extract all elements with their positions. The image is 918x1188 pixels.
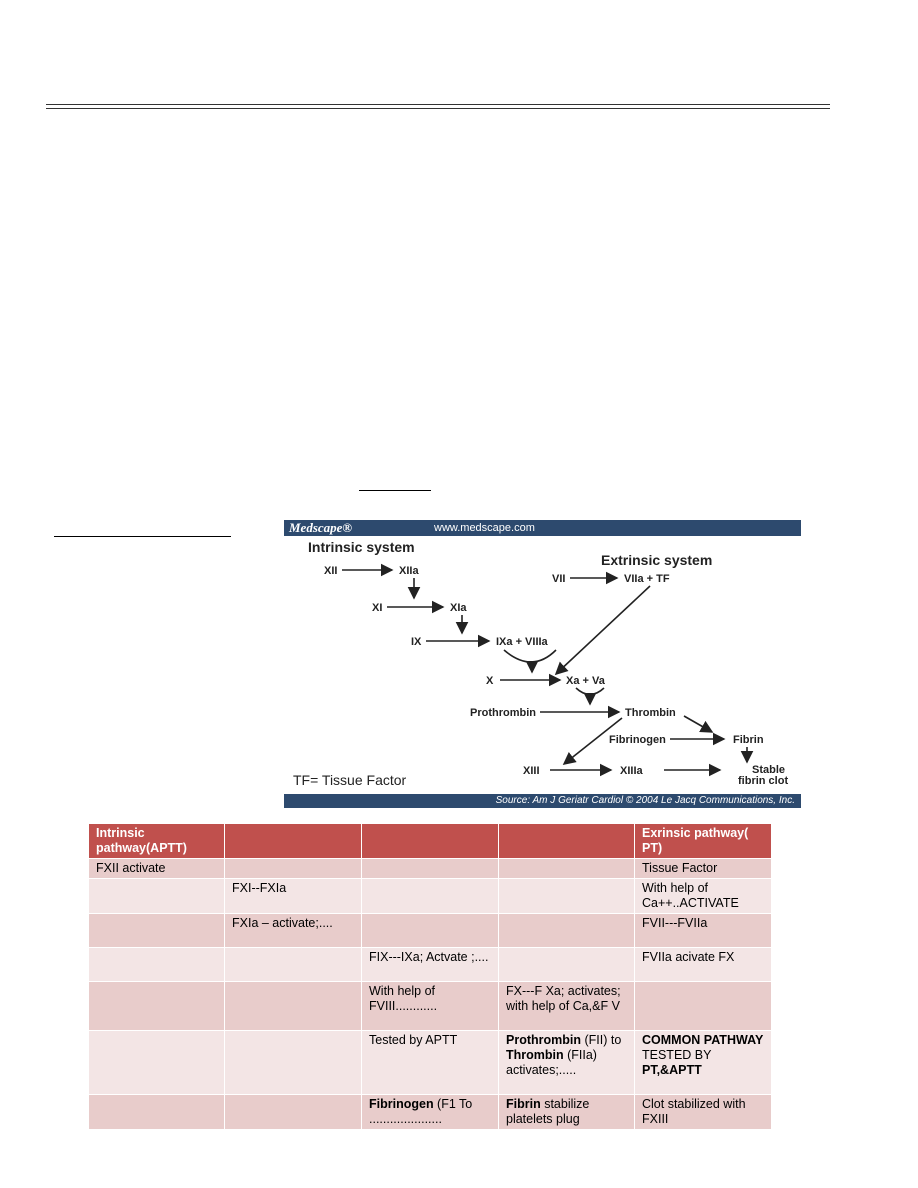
label-fibrin-clot: fibrin clot (738, 775, 788, 787)
underline-left (54, 536, 231, 537)
table-cell (88, 947, 225, 982)
figure-url: www.medscape.com (434, 522, 535, 534)
table-row: FXII activate Tissue Factor (88, 858, 772, 879)
table-cell: Prothrombin (FII) to Thrombin (FIIa) act… (498, 1030, 635, 1095)
label-xia: XIa (450, 602, 467, 614)
medscape-logo: Medscape® (289, 520, 353, 535)
label-xi: XI (372, 602, 382, 614)
table-cell (88, 981, 225, 1031)
label-viia-tf: VIIa + TF (624, 573, 670, 585)
figure-header-bar: Medscape® www.medscape.com (284, 520, 801, 536)
table-cell: FXIa – activate;.... (224, 913, 362, 948)
table-cell: FIX---IXa; Actvate ;.... (361, 947, 499, 982)
table-cell (361, 913, 499, 948)
label-vii: VII (552, 573, 565, 585)
header-rule-top (46, 104, 830, 105)
label-xiiia: XIIIa (620, 765, 644, 777)
table-cell (224, 858, 362, 879)
header-extrinsic: Exrinsic pathway( PT) (634, 823, 772, 859)
cell-text: (F1 To ..................... (369, 1097, 473, 1126)
table-cell (361, 878, 499, 914)
table-cell (224, 1094, 362, 1130)
fibrinogen-term: Fibrinogen (369, 1097, 434, 1111)
figure-footer-bar: Source: Am J Geriatr Cardiol © 2004 Le J… (284, 794, 801, 808)
tf-note: TF= Tissue Factor (293, 772, 407, 788)
header-col3 (361, 823, 499, 859)
table-cell (224, 947, 362, 982)
table-cell: FXII activate (88, 858, 225, 879)
table-cell: Fibrinogen (F1 To ..................... (361, 1094, 499, 1130)
table-cell: With help of FVIII............ (361, 981, 499, 1031)
table-cell (224, 1030, 362, 1095)
table-row: Fibrinogen (F1 To ..................... … (88, 1094, 772, 1130)
table-cell (498, 913, 635, 948)
table-cell: Clot stabilized with FXIII (634, 1094, 772, 1130)
header-col4 (498, 823, 635, 859)
header-intrinsic: Intrinsic pathway(APTT) (88, 823, 225, 859)
extrinsic-system-title: Extrinsic system (601, 552, 712, 568)
table-cell: FXI--FXIa (224, 878, 362, 914)
header-col2 (224, 823, 362, 859)
label-xa-va: Xa + Va (566, 675, 606, 687)
figure-source: Source: Am J Geriatr Cardiol © 2004 Le J… (495, 795, 795, 806)
label-thrombin: Thrombin (625, 707, 676, 719)
table-row: With help of FVIII............ FX---F Xa… (88, 981, 772, 1031)
table-cell: FX---F Xa; activates; with help of Ca,&F… (498, 981, 635, 1031)
label-x: X (486, 675, 494, 687)
common-pathway-term: COMMON PATHWAY (642, 1033, 764, 1047)
table-cell (88, 878, 225, 914)
underline-short (359, 490, 431, 491)
table-cell: FVIIa acivate FX (634, 947, 772, 982)
table-cell (224, 981, 362, 1031)
label-ixa-viiia: IXa + VIIIa (496, 636, 549, 648)
table-header-row: Intrinsic pathway(APTT) Exrinsic pathway… (88, 823, 772, 859)
table-cell (88, 1094, 225, 1130)
table-cell (634, 981, 772, 1031)
table-cell (498, 858, 635, 879)
pt-aptt-term: PT,&APTT (642, 1063, 702, 1077)
label-prothrombin: Prothrombin (470, 707, 536, 719)
table-cell (498, 878, 635, 914)
label-xiii: XIII (523, 765, 540, 777)
cell-text: (FIIa) activates;..... (506, 1048, 597, 1077)
pathway-table: Intrinsic pathway(APTT) Exrinsic pathway… (88, 823, 772, 1130)
table-cell (498, 947, 635, 982)
header-rule-bottom (46, 108, 830, 109)
label-stable: Stable (752, 764, 785, 776)
table-row: FIX---IXa; Actvate ;.... FVIIa acivate F… (88, 947, 772, 982)
table-cell: FVII---FVIIa (634, 913, 772, 948)
intrinsic-system-title: Intrinsic system (308, 539, 415, 555)
thrombin-term: Thrombin (506, 1048, 564, 1062)
table-cell (361, 858, 499, 879)
table-cell (88, 913, 225, 948)
coagulation-cascade-figure: Medscape® www.medscape.com Intrinsic sys… (284, 520, 801, 808)
fibrin-term: Fibrin (506, 1097, 541, 1111)
cascade-diagram: Intrinsic system Extrinsic system XII XI… (293, 539, 788, 788)
cell-text: stabilize platelets plug (506, 1097, 590, 1126)
table-row: FXIa – activate;.... FVII---FVIIa (88, 913, 772, 948)
table-row: Tested by APTT Prothrombin (FII) to Thro… (88, 1030, 772, 1095)
label-ix: IX (411, 636, 422, 648)
table-cell: With help of Ca++..ACTIVATE (634, 878, 772, 914)
label-fibrinogen: Fibrinogen (609, 734, 666, 746)
label-fibrin: Fibrin (733, 734, 764, 746)
table-cell: COMMON PATHWAY TESTED BY PT,&APTT (634, 1030, 772, 1095)
table-cell: Fibrin stabilize platelets plug (498, 1094, 635, 1130)
label-xii: XII (324, 565, 337, 577)
label-xiia: XIIa (399, 565, 419, 577)
table-cell: Tissue Factor (634, 858, 772, 879)
cell-text: (FII) to (581, 1033, 622, 1047)
cell-text: TESTED BY (642, 1048, 712, 1062)
table-cell (88, 1030, 225, 1095)
prothrombin-term: Prothrombin (506, 1033, 581, 1047)
table-cell: Tested by APTT (361, 1030, 499, 1095)
table-row: FXI--FXIa With help of Ca++..ACTIVATE (88, 878, 772, 914)
